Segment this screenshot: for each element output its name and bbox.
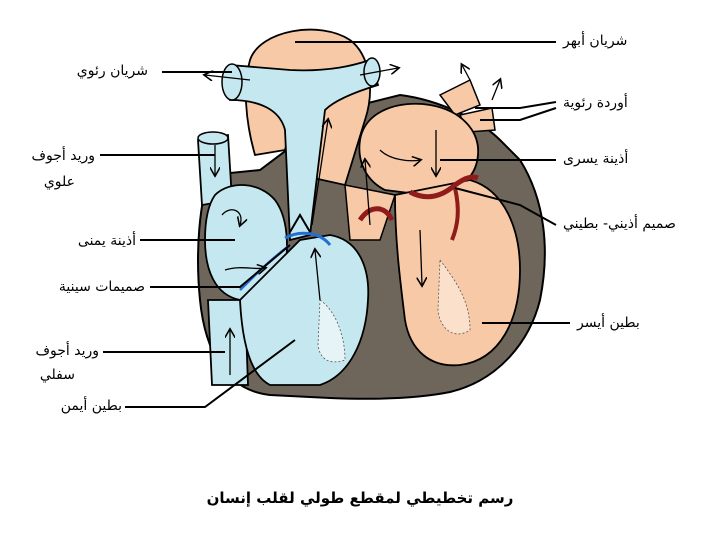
inferior-vena-cava	[207, 299, 249, 386]
pulmonary-artery	[229, 58, 380, 242]
label-inferior-vena-cava-1: وريد أجوف	[35, 343, 99, 359]
flow-arrows	[205, 65, 500, 375]
left-ventricle-chamber	[394, 179, 521, 367]
label-pulmonary-veins: أوردة رئوية	[563, 95, 628, 111]
septum-line	[284, 231, 332, 247]
label-right-atrium: أذينة يمنى	[77, 233, 136, 249]
label-superior-vena-cava-2: علوي	[43, 174, 75, 190]
left-atrium-chamber	[358, 102, 479, 196]
label-inferior-vena-cava-2: سفلي	[39, 367, 75, 383]
pulmonary-veins	[438, 78, 481, 116]
label-superior-vena-cava-1: وريد أجوف	[31, 148, 95, 164]
label-av-valve: صميم أذيني- بطيني	[563, 216, 676, 232]
label-left-atrium: أذينة يسرى	[563, 151, 629, 167]
semilunar-valve	[289, 213, 311, 233]
label-left-ventricle: بطين أيسر	[577, 315, 640, 331]
label-pulmonary-artery: شريان رئوي	[76, 63, 148, 79]
label-right-ventricle: بطين أيمن	[60, 398, 122, 414]
av-valve	[408, 174, 479, 200]
label-semilunar-valves: صميمات سينية	[58, 279, 145, 295]
diagram-caption: رسم تخطيطي لمقطع طولي لقلب إنسان	[206, 489, 514, 507]
label-aorta: شريان أبهر	[563, 33, 628, 49]
leader-lines	[100, 41, 570, 408]
